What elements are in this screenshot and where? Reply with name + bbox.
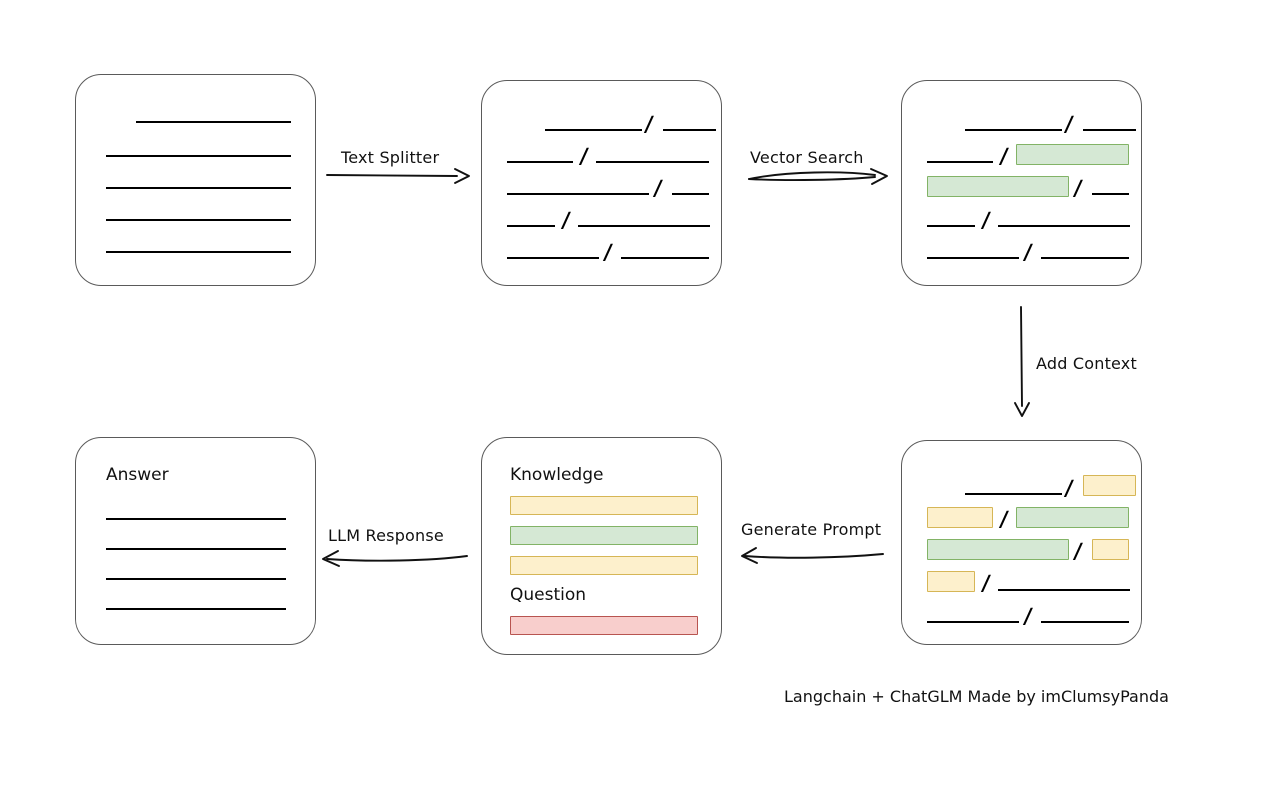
node-split-chunks[interactable]: / / / / /: [481, 80, 722, 286]
question-bar: [510, 616, 698, 635]
arrow-llm-response: [322, 550, 468, 567]
answer-heading: Answer: [106, 465, 169, 485]
answer-body: Answer: [76, 438, 315, 644]
credit-text: Langchain + ChatGLM Made by imClumsyPand…: [784, 687, 1169, 706]
chunk-line: [998, 225, 1130, 227]
knowledge-bar: [510, 556, 698, 575]
arrow-text-splitter: [326, 168, 470, 184]
chunk-separator: /: [980, 208, 992, 232]
chunk-line: [545, 129, 642, 131]
chunk-line: [672, 193, 709, 195]
arrow-label-llm-response: LLM Response: [328, 526, 444, 545]
chunk-line: [621, 257, 709, 259]
chunk-line: [927, 621, 1019, 623]
arrow-label-vector-search: Vector Search: [750, 148, 864, 167]
source-document-body: [76, 75, 315, 285]
chunk-separator: /: [1072, 539, 1084, 563]
chunk-separator: /: [643, 112, 655, 136]
doc-line: [106, 219, 291, 221]
match-highlight-green: [927, 176, 1069, 197]
arrow-label-text-splitter: Text Splitter: [341, 148, 440, 167]
doc-line: [106, 251, 291, 253]
context-added-body: / / / / /: [902, 441, 1141, 644]
context-highlight-yellow: [1083, 475, 1136, 496]
split-chunks-body: / / / / /: [482, 81, 721, 285]
chunk-separator: /: [1072, 176, 1084, 200]
match-highlight-green: [1016, 144, 1129, 165]
node-context-added[interactable]: / / / / /: [901, 440, 1142, 645]
chunk-separator: /: [578, 144, 590, 168]
node-answer[interactable]: Answer: [75, 437, 316, 645]
arrow-label-generate-prompt: Generate Prompt: [741, 520, 882, 539]
context-highlight-green: [1016, 507, 1129, 528]
doc-line: [136, 121, 291, 123]
chunk-line: [596, 161, 709, 163]
context-highlight-green: [927, 539, 1069, 560]
chunk-line: [578, 225, 710, 227]
knowledge-bar: [510, 526, 698, 545]
context-highlight-yellow: [927, 571, 975, 592]
chunk-line: [998, 589, 1130, 591]
chunk-separator: /: [1022, 604, 1034, 628]
chunk-line: [927, 257, 1019, 259]
knowledge-heading: Knowledge: [510, 465, 604, 485]
answer-line: [106, 548, 286, 550]
arrow-add-context: [1014, 306, 1030, 417]
chunk-separator: /: [980, 571, 992, 595]
chunk-line: [507, 257, 599, 259]
node-prompt[interactable]: Knowledge Question: [481, 437, 722, 655]
arrow-label-add-context: Add Context: [1036, 354, 1137, 373]
answer-line: [106, 518, 286, 520]
answer-line: [106, 578, 286, 580]
chunk-line: [965, 129, 1062, 131]
doc-line: [106, 187, 291, 189]
vector-matches-body: / / / / /: [902, 81, 1141, 285]
chunk-line: [1083, 129, 1136, 131]
question-heading: Question: [510, 585, 587, 605]
chunk-line: [1092, 193, 1129, 195]
chunk-line: [507, 161, 573, 163]
node-source-document[interactable]: [75, 74, 316, 286]
chunk-separator: /: [1022, 240, 1034, 264]
knowledge-bar: [510, 496, 698, 515]
chunk-separator: /: [602, 240, 614, 264]
context-highlight-yellow: [927, 507, 993, 528]
answer-line: [106, 608, 286, 610]
chunk-line: [927, 161, 993, 163]
chunk-line: [1041, 257, 1129, 259]
chunk-separator: /: [560, 208, 572, 232]
chunk-line: [1041, 621, 1129, 623]
chunk-line: [507, 225, 555, 227]
chunk-line: [507, 193, 649, 195]
doc-line: [106, 155, 291, 157]
arrow-vector-search: [748, 168, 888, 185]
chunk-separator: /: [998, 507, 1010, 531]
node-vector-matches[interactable]: / / / / /: [901, 80, 1142, 286]
chunk-separator: /: [1063, 112, 1075, 136]
chunk-line: [927, 225, 975, 227]
chunk-line: [965, 493, 1062, 495]
chunk-separator: /: [1063, 476, 1075, 500]
chunk-line: [663, 129, 716, 131]
chunk-separator: /: [998, 144, 1010, 168]
chunk-separator: /: [652, 176, 664, 200]
context-highlight-yellow: [1092, 539, 1129, 560]
arrow-generate-prompt: [741, 547, 884, 564]
prompt-body: Knowledge Question: [482, 438, 721, 654]
